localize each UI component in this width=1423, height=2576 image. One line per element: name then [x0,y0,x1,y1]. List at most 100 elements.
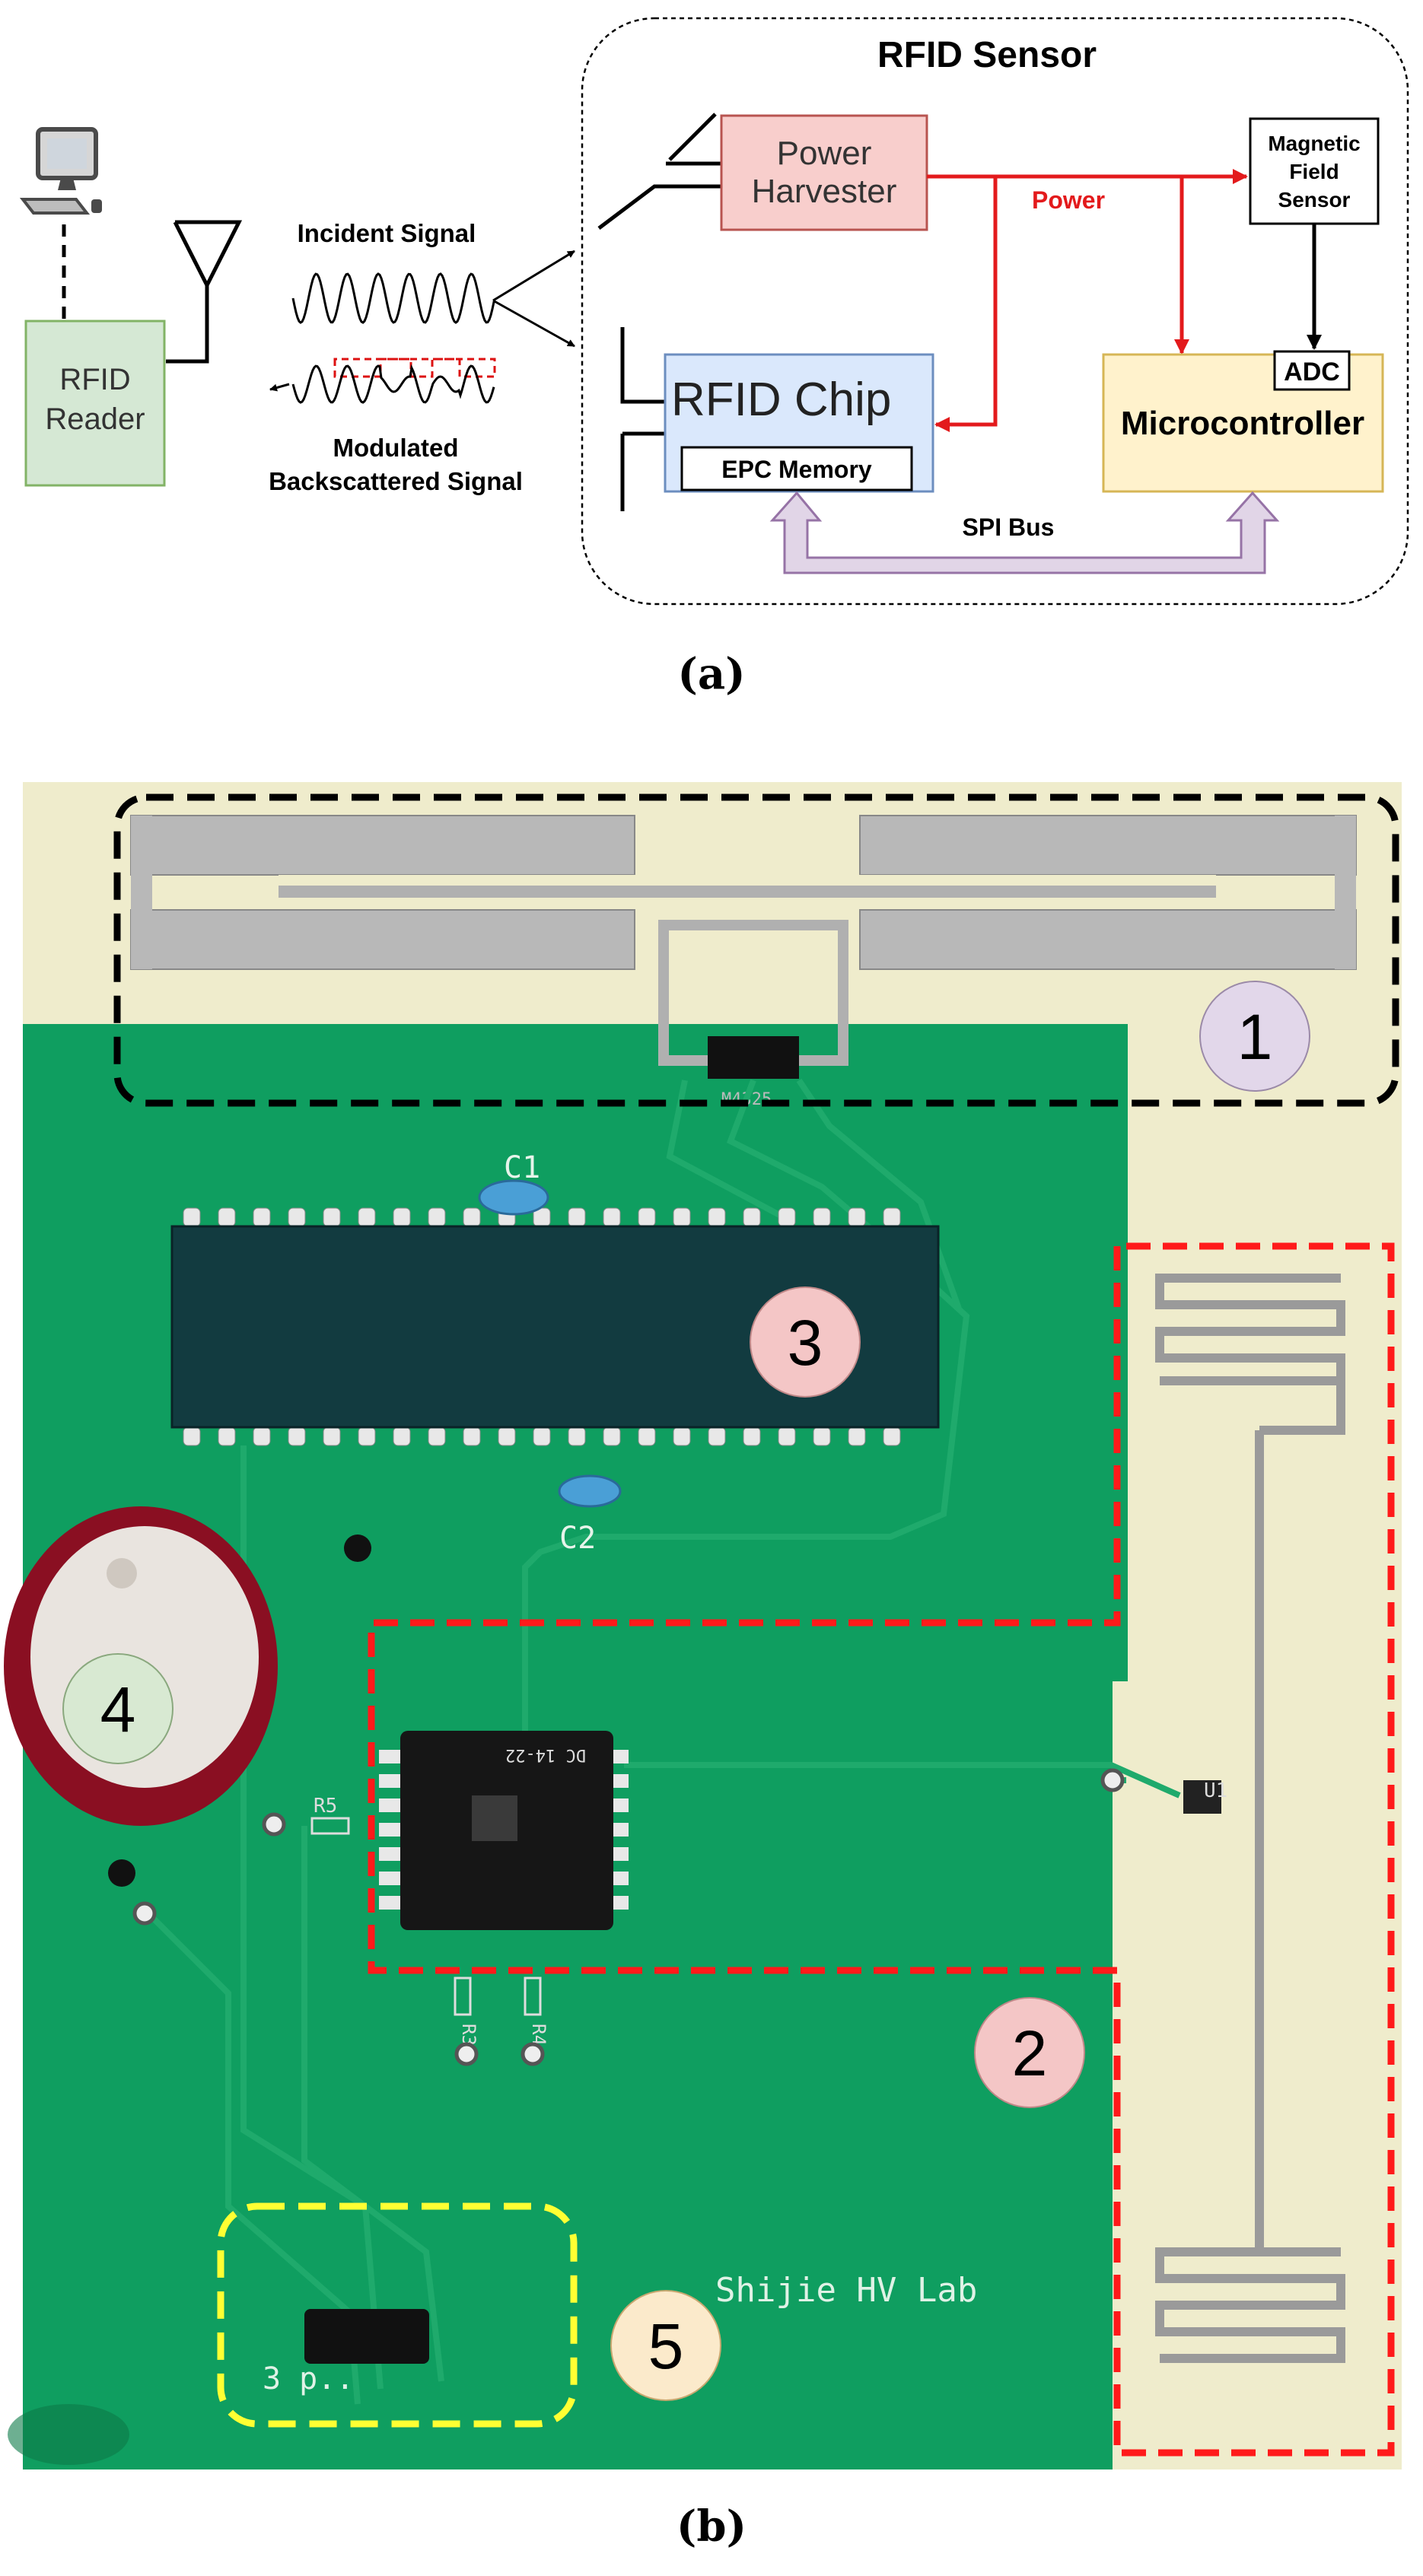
ic-pin [708,1207,726,1227]
incident-arrow-up [492,250,575,302]
ic-pin [323,1426,341,1446]
ic-pin [813,1426,831,1446]
spi-bus-arrow [769,491,1280,574]
ic-pin [498,1426,516,1446]
r4-label: R4 [528,2024,549,2046]
panel-b: M4325 U1 C1 [4,782,1402,2552]
ic-pin [183,1426,201,1446]
module-code: DC 14-22 [505,1745,586,1764]
epc-memory-label: EPC Memory [721,456,872,483]
meander-antenna [1155,1274,1345,2363]
epc-memory-box [680,446,913,491]
incident-arrow-down [492,299,575,348]
ic-pin [603,1207,621,1227]
caption-a: (a) [677,649,745,699]
ic-pin [428,1207,446,1227]
ic-pin [673,1426,691,1446]
marker-4: 4 [62,1653,173,1764]
power-lines [927,169,1248,432]
svg-text:1: 1 [1237,1001,1273,1073]
ic-pin [813,1207,831,1227]
module-pad [379,1896,402,1910]
backscatter-arrow [269,383,290,392]
ic-pin [393,1207,411,1227]
ic-pin [673,1207,691,1227]
u1-label: U1 [1204,1779,1227,1802]
capacitor-c1 [478,1179,549,1216]
marker-5: 5 [610,2290,721,2401]
module-pad [379,1798,402,1812]
rfid-chip-ic [708,1036,799,1079]
adc-label: ADC [1284,358,1340,386]
ic-pin [463,1207,481,1227]
svg-text:5: 5 [648,2310,684,2382]
ic-pin [533,1426,551,1446]
sensor-module: DC 14-22 [379,1731,629,1930]
rfid-chip-label: RFID Chip [671,374,891,426]
ic-pin [743,1207,761,1227]
rfid-reader-box [24,320,166,487]
module-pad [379,1823,402,1837]
lab-label: Shijie HV Lab [715,2271,977,2310]
magnetic-field-sensor-box [1249,117,1380,225]
svg-text:4: 4 [100,1674,136,1745]
reader-antenna-icon [166,220,243,364]
ic-pin [393,1426,411,1446]
ic-pin [638,1207,656,1227]
board-shadow [8,2404,129,2465]
resistor-r3 [454,1977,472,2016]
ic-pin [883,1207,901,1227]
svg-text:3: 3 [788,1307,823,1379]
marker-1: 1 [1199,981,1310,1092]
module-pad [379,1774,402,1788]
marker-3: 3 [750,1286,861,1398]
test-pad [1100,1768,1125,1792]
ic-pin [218,1207,236,1227]
ic-pin [183,1207,201,1227]
rfid-sensor-container [581,17,1409,606]
ic-pin [778,1426,796,1446]
ic-pin [708,1426,726,1446]
region-box-5 [217,2202,578,2428]
microcontroller-label: Microcontroller [1121,405,1364,442]
ic-pin [568,1207,586,1227]
r3-label: R3 [458,2024,479,2046]
ic-pin [848,1207,866,1227]
spi-bus-label: SPI Bus [963,514,1055,541]
ic-pin [603,1426,621,1446]
ic-pin [568,1426,586,1446]
marker-2: 2 [974,1997,1085,2108]
power-harvester-box [720,114,928,231]
ic-pin [428,1426,446,1446]
ic-pin [883,1426,901,1446]
adc-box [1273,350,1351,391]
ic-pin [288,1207,306,1227]
u1-component [1183,1780,1221,1814]
dipole-antenna: M4325 [130,815,1357,1109]
caption-b: (b) [676,2501,747,2552]
ic-pin [638,1426,656,1446]
test-pad [454,2042,479,2066]
ic-pin [253,1207,271,1227]
rfid-sensor-title: RFID Sensor [877,35,1097,75]
pin-header-label: 3 p.. [263,2361,354,2396]
test-pad [132,1901,157,1926]
svg-text:2: 2 [1012,2018,1048,2089]
ic-pin [463,1426,481,1446]
power-label: Power [1032,186,1105,214]
ic-pin [358,1207,376,1227]
incident-wave [291,272,495,324]
ic-pin [848,1426,866,1446]
module-pad [379,1750,402,1763]
lead-hole [108,1859,135,1887]
pin-header [304,2309,429,2364]
capacitor-c2 [558,1474,622,1508]
ic-pin [218,1426,236,1446]
resistor-r4 [524,1977,542,2016]
r5-label: R5 [314,1795,337,1818]
